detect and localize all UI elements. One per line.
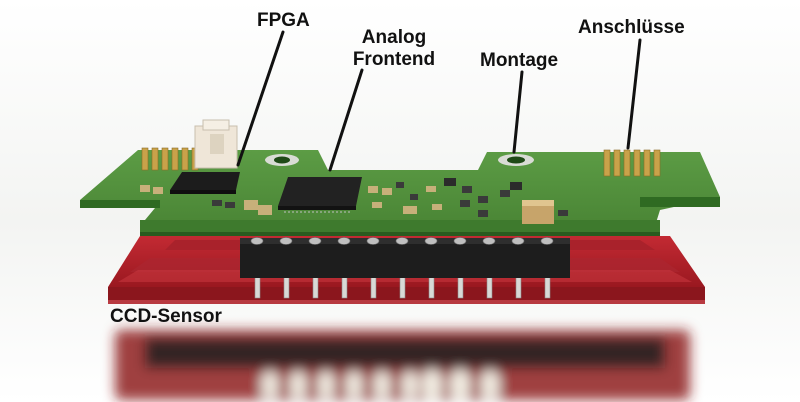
pointer-anschluesse	[626, 38, 642, 150]
label-analog-line1: Analog	[361, 27, 427, 48]
tantalum-capacitor	[522, 200, 554, 224]
label-montage: Montage	[480, 50, 559, 71]
label-analog-frontend: Analog Frontend	[339, 27, 449, 71]
pin-header	[240, 237, 570, 278]
label-pointers	[236, 30, 642, 172]
label-fpga: FPGA	[257, 10, 310, 31]
label-analog-line2: Frontend	[352, 49, 436, 70]
pointer-fpga	[236, 30, 285, 167]
label-anschluesse: Anschlüsse	[578, 17, 685, 38]
mounting-hole	[265, 154, 534, 166]
smd-components	[140, 178, 568, 217]
pointer-montage	[512, 70, 524, 154]
sensor-pins	[254, 275, 551, 299]
white-connector	[194, 119, 238, 169]
analog-frontend-chip	[278, 177, 362, 213]
label-ccd-sensor: CCD-Sensor	[110, 306, 222, 327]
pcb-board	[80, 119, 720, 236]
fpga-chip	[170, 172, 240, 194]
sensor-reflection	[115, 330, 690, 401]
pointer-analog	[328, 68, 364, 172]
right-pin-row	[603, 149, 661, 177]
